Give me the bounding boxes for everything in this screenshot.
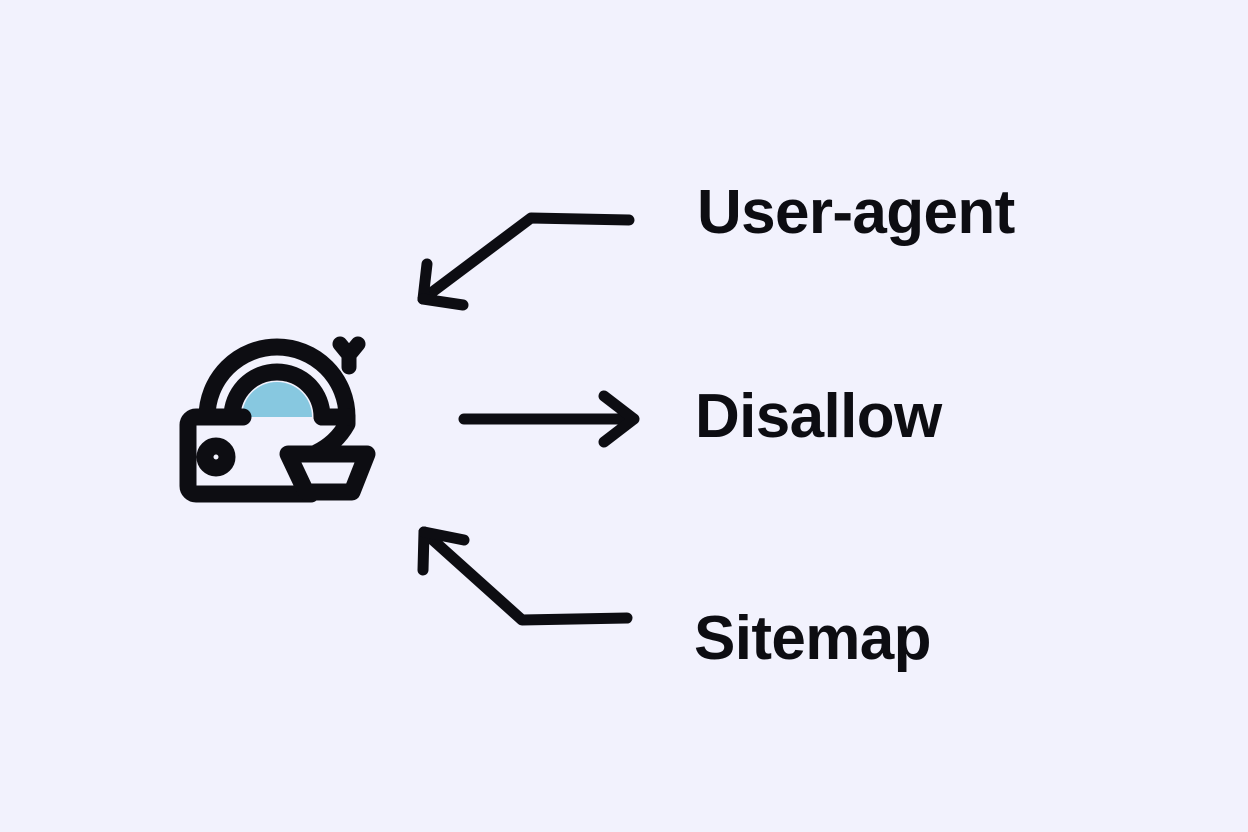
tray <box>279 445 376 501</box>
arrow-sitemap-head-a <box>417 526 430 576</box>
visor-fill <box>242 382 312 417</box>
outer-dome <box>198 338 356 426</box>
callout-label-user-agent: User-agent <box>697 178 1015 247</box>
arrow-user-agent-head-b <box>417 293 469 311</box>
arrow-sitemap <box>418 526 633 626</box>
inner-dome <box>223 363 331 426</box>
arrow-disallow-head <box>598 390 640 448</box>
body-dot <box>196 437 236 477</box>
arrow-user-agent-head-a <box>417 258 433 305</box>
arrow-user-agent <box>417 212 635 305</box>
arrow-sitemap-head-b <box>418 526 470 546</box>
callout-label-disallow: Disallow <box>695 382 942 451</box>
body-rect <box>179 408 320 503</box>
callout-label-sitemap: Sitemap <box>694 604 931 673</box>
